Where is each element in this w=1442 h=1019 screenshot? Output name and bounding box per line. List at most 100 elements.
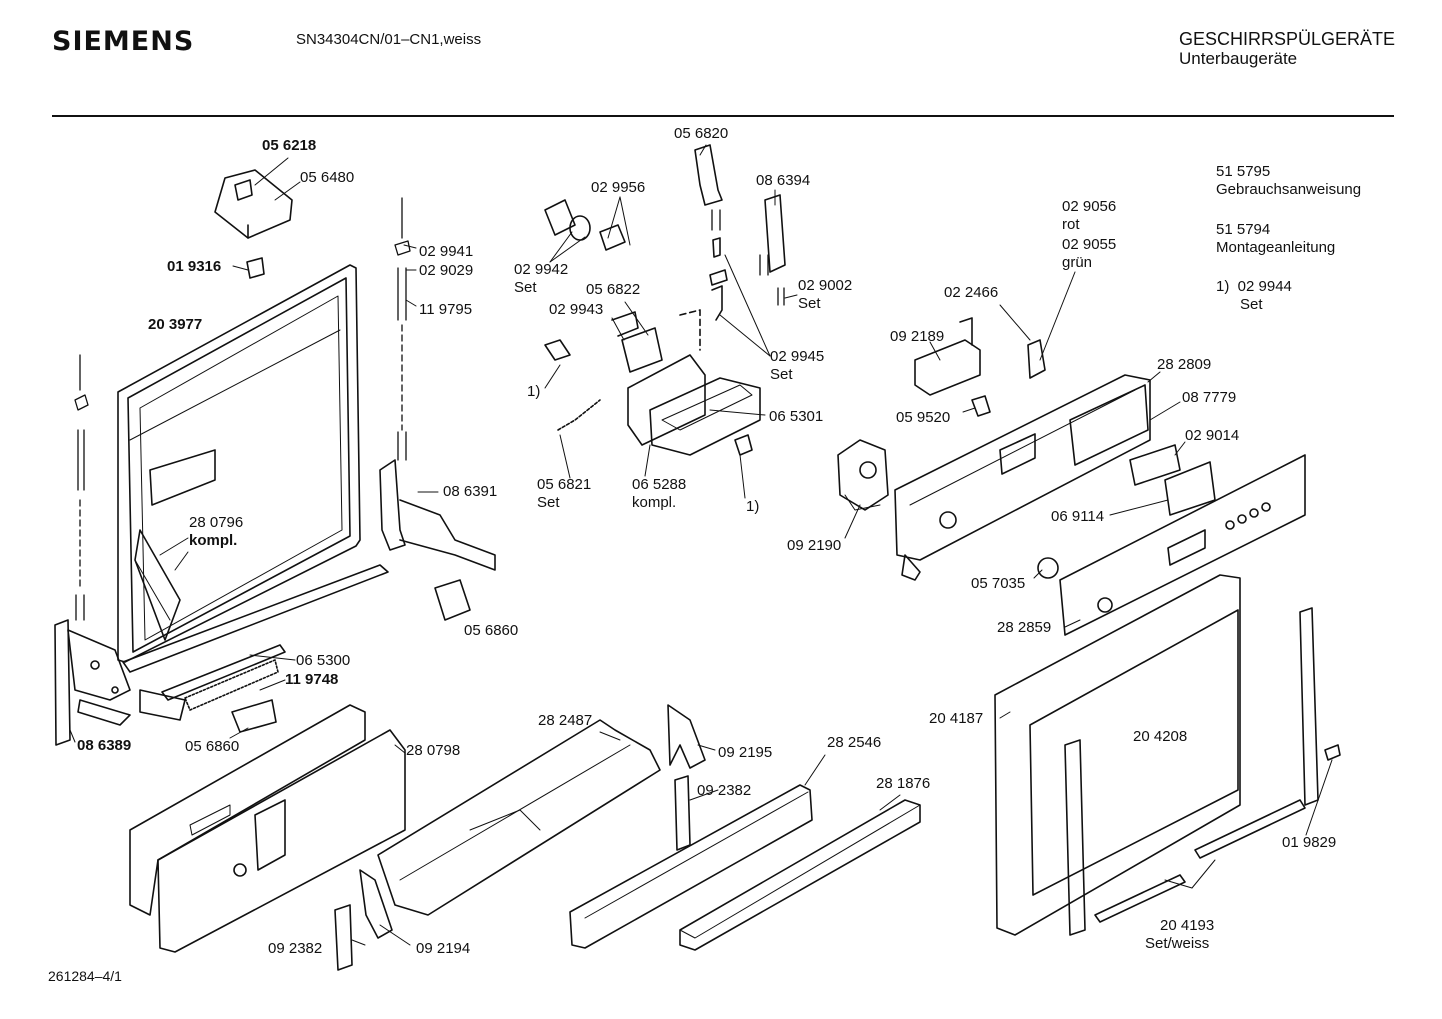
outer-door-part — [994, 574, 1341, 936]
footnote-ref: 1) — [746, 498, 760, 515]
hinge-part — [54, 619, 186, 746]
curved-cover-part — [377, 719, 661, 916]
part-note: kompl. — [189, 532, 238, 549]
part-label: 06 9114 — [1051, 508, 1105, 525]
part-label: 05 6822 — [586, 281, 641, 298]
drawing-id: 261284–4/1 — [48, 968, 122, 984]
part-label: 02 9014 — [1185, 427, 1240, 444]
part-label: 09 2382 — [697, 782, 752, 799]
part-note: Set — [770, 366, 793, 383]
part-label: 20 3977 — [148, 316, 203, 333]
category-title: GESCHIRRSPÜLGERÄTE — [1179, 29, 1396, 49]
part-note: Set/weiss — [1145, 935, 1210, 952]
brand-logo: SIEMENS — [52, 26, 195, 57]
doc-number: 51 5795 — [1216, 163, 1271, 180]
part-number: 28 0796 — [189, 514, 244, 531]
part-note: Set — [537, 494, 560, 511]
part-label: 09 2382 — [268, 940, 323, 957]
part-number: 02 9942 — [514, 261, 569, 278]
part-number: 02 9055 — [1062, 236, 1117, 253]
fascia-part — [1037, 454, 1306, 636]
part-label: 20 4208 — [1133, 728, 1188, 745]
inner-door-part — [117, 264, 389, 673]
bracket-part — [379, 459, 496, 621]
part-label: 28 2487 — [538, 712, 593, 729]
part-label: 28 2809 — [1157, 356, 1212, 373]
part-number: 02 9056 — [1062, 198, 1117, 215]
doc-title: Set — [1240, 296, 1263, 313]
part-label: 28 1876 — [876, 775, 931, 792]
part-label: 06 5301 — [769, 408, 824, 425]
part-label: 01 9316 — [167, 258, 222, 275]
part-label: 01 9829 — [1282, 834, 1337, 851]
part-label: 20 4187 — [929, 710, 984, 727]
part-label: 09 2194 — [416, 940, 471, 957]
control-panel-part — [894, 374, 1151, 581]
footnote-ref: 1) — [527, 383, 541, 400]
part-label: 05 6218 — [262, 137, 317, 154]
part-label: 08 6389 — [77, 737, 132, 754]
model-number: SN34304CN/01–CN1,weiss — [296, 31, 482, 48]
part-label: 28 2859 — [997, 619, 1052, 636]
part-label: 08 7779 — [1182, 389, 1237, 406]
part-note: kompl. — [632, 494, 677, 511]
pump-part — [837, 439, 889, 511]
doc-title: Gebrauchsanweisung — [1216, 181, 1362, 198]
spring-column-right — [394, 197, 411, 461]
bracket-pair-part — [667, 704, 706, 851]
kick-plate-part — [569, 784, 813, 949]
control-unit-part — [544, 199, 761, 456]
part-label: 05 6860 — [185, 738, 240, 755]
part-number: 05 6821 — [537, 476, 592, 493]
part-note: Set — [798, 295, 821, 312]
part-label: 11 9795 — [419, 301, 473, 318]
part-label: 05 6860 — [464, 622, 519, 639]
connector-part — [914, 317, 1046, 417]
part-label: 02 9956 — [591, 179, 646, 196]
part-number: 06 5288 — [632, 476, 687, 493]
part-note: Set — [514, 279, 537, 296]
part-number: 02 9002 — [798, 277, 853, 294]
part-label: 02 2466 — [944, 284, 999, 301]
part-label: 09 2190 — [787, 537, 842, 554]
part-number: 02 9945 — [770, 348, 825, 365]
spring-column-left — [74, 354, 89, 621]
category-subtitle: Unterbaugeräte — [1179, 49, 1298, 68]
part-label: 09 2189 — [890, 328, 945, 345]
leader-lines — [69, 144, 1333, 946]
part-number: 20 4193 — [1160, 917, 1215, 934]
doc-number: 1) 02 9944 — [1216, 278, 1292, 295]
part-label: 05 9520 — [896, 409, 951, 426]
part-label: 11 9748 — [285, 671, 339, 688]
part-label: 02 9943 — [549, 301, 604, 318]
part-label: 02 9029 — [419, 262, 474, 279]
part-label: 28 0798 — [406, 742, 461, 759]
seal-strip-part — [161, 644, 286, 733]
part-note: rot — [1062, 216, 1080, 233]
part-label: 28 2546 — [827, 734, 882, 751]
part-label: 08 6394 — [756, 172, 811, 189]
header-divider — [52, 115, 1394, 117]
doc-title: Montageanleitung — [1216, 239, 1336, 256]
part-label: 05 6480 — [300, 169, 355, 186]
doc-number: 51 5794 — [1216, 221, 1271, 238]
latch-part — [214, 169, 293, 279]
part-label: 05 6820 — [674, 125, 729, 142]
part-label: 02 9941 — [419, 243, 474, 260]
part-label: 05 7035 — [971, 575, 1026, 592]
bar-part — [679, 799, 921, 951]
switch-block-part — [1129, 444, 1216, 516]
part-note: grün — [1062, 254, 1093, 271]
